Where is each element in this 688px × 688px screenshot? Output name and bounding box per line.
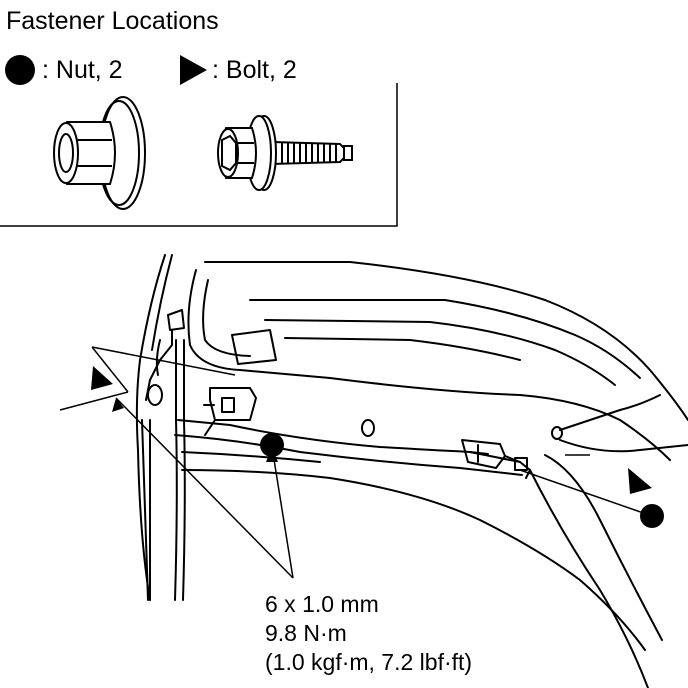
bolt-marker-left-icon [91,366,113,390]
leader-arrowhead-left [112,398,124,412]
bolt-legend-label: : Bolt, 2 [212,56,297,84]
legend-frame [0,83,398,227]
spec-size: 6 x 1.0 mm [265,591,379,617]
spec-torque-nm: 9.8 N·m [265,620,347,646]
nut-illustration [53,96,146,210]
nut-marker-right-icon [640,504,664,528]
bolt-illustration [217,115,353,191]
diagram-title: Fastener Locations [6,7,219,35]
nut-marker-left-icon [260,433,284,457]
bolt-legend-icon [180,55,207,85]
callout-leaders [59,346,653,579]
tailgate-opening-drawing [135,254,688,688]
spec-torque-alt: (1.0 kgf·m, 7.2 lbf·ft) [265,649,472,675]
nut-legend-label: : Nut, 2 [42,56,123,84]
bolt-marker-right-icon [628,468,652,494]
nut-legend-icon [5,55,35,85]
